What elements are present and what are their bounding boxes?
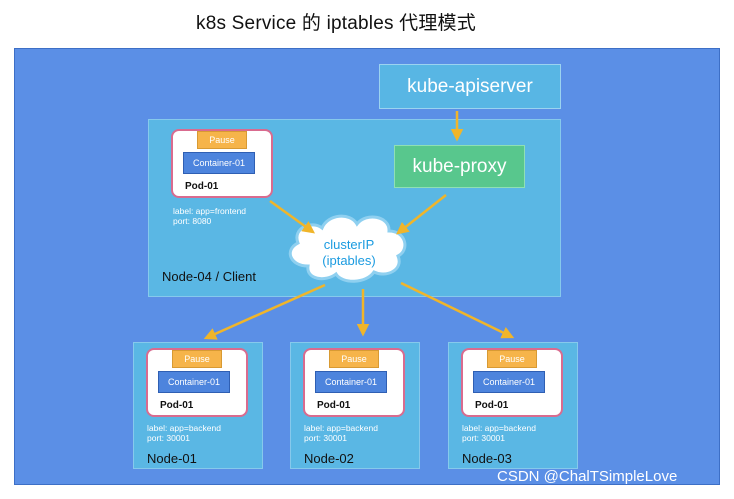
watermark: CSDN @ChalTSimpleLove <box>497 468 678 485</box>
pod-label-text: label: app=backend <box>462 423 536 433</box>
client-node-label: Node-04 / Client <box>162 269 256 284</box>
clusterip-to-node01-arrow <box>203 283 326 340</box>
clusterip-to-node03-arrow <box>400 281 515 339</box>
pod-port-text: port: 30001 <box>147 433 191 443</box>
pause-container: Pause <box>329 350 379 368</box>
app-container: Container-01 <box>183 152 255 174</box>
cluster-ip-line1: clusterIP <box>323 237 375 252</box>
pod-port-text: port: 8080 <box>173 216 212 226</box>
node-01: Pause Container-01 Pod-01 label: app=bac… <box>133 342 263 469</box>
node-label: Node-02 <box>304 451 354 466</box>
backend-pod: Pause Container-01 Pod-01 <box>303 348 405 417</box>
cluster-ip-cloud <box>288 214 407 283</box>
proxy-to-clusterip-arrow <box>396 194 447 235</box>
app-container: Container-01 <box>158 371 230 393</box>
pause-container: Pause <box>487 350 537 368</box>
app-container: Container-01 <box>473 371 545 393</box>
pause-container: Pause <box>172 350 222 368</box>
node-label: Node-03 <box>462 451 512 466</box>
pod-label-text: label: app=backend <box>147 423 221 433</box>
pod-label-text: label: app=frontend <box>173 206 247 216</box>
pod-name: Pod-01 <box>160 400 194 411</box>
cluster-ip-label: clusterIP (iptables) <box>298 237 400 269</box>
pod-port-text: port: 30001 <box>462 433 506 443</box>
node-02: Pause Container-01 Pod-01 label: app=bac… <box>290 342 420 469</box>
backend-pod: Pause Container-01 Pod-01 <box>146 348 248 417</box>
node-label: Node-01 <box>147 451 197 466</box>
diagram-title: k8s Service 的 iptables 代理模式 <box>196 13 476 34</box>
pod-port-text: port: 30001 <box>304 433 348 443</box>
pod-name: Pod-01 <box>475 400 509 411</box>
pause-container: Pause <box>197 131 247 149</box>
pod-name: Pod-01 <box>317 400 351 411</box>
cluster-ip-line2: (iptables) <box>322 253 376 268</box>
client-pod: Pause Container-01 Pod-01 <box>171 129 273 198</box>
backend-pod: Pause Container-01 Pod-01 <box>461 348 563 417</box>
pod-name: Pod-01 <box>185 181 219 192</box>
pod-to-clusterip-arrow <box>269 199 316 234</box>
kube-proxy-box: kube-proxy <box>394 145 525 188</box>
kube-apiserver-box: kube-apiserver <box>379 64 561 109</box>
pod-label-text: label: app=backend <box>304 423 378 433</box>
node-03: Pause Container-01 Pod-01 label: app=bac… <box>448 342 578 469</box>
app-container: Container-01 <box>315 371 387 393</box>
